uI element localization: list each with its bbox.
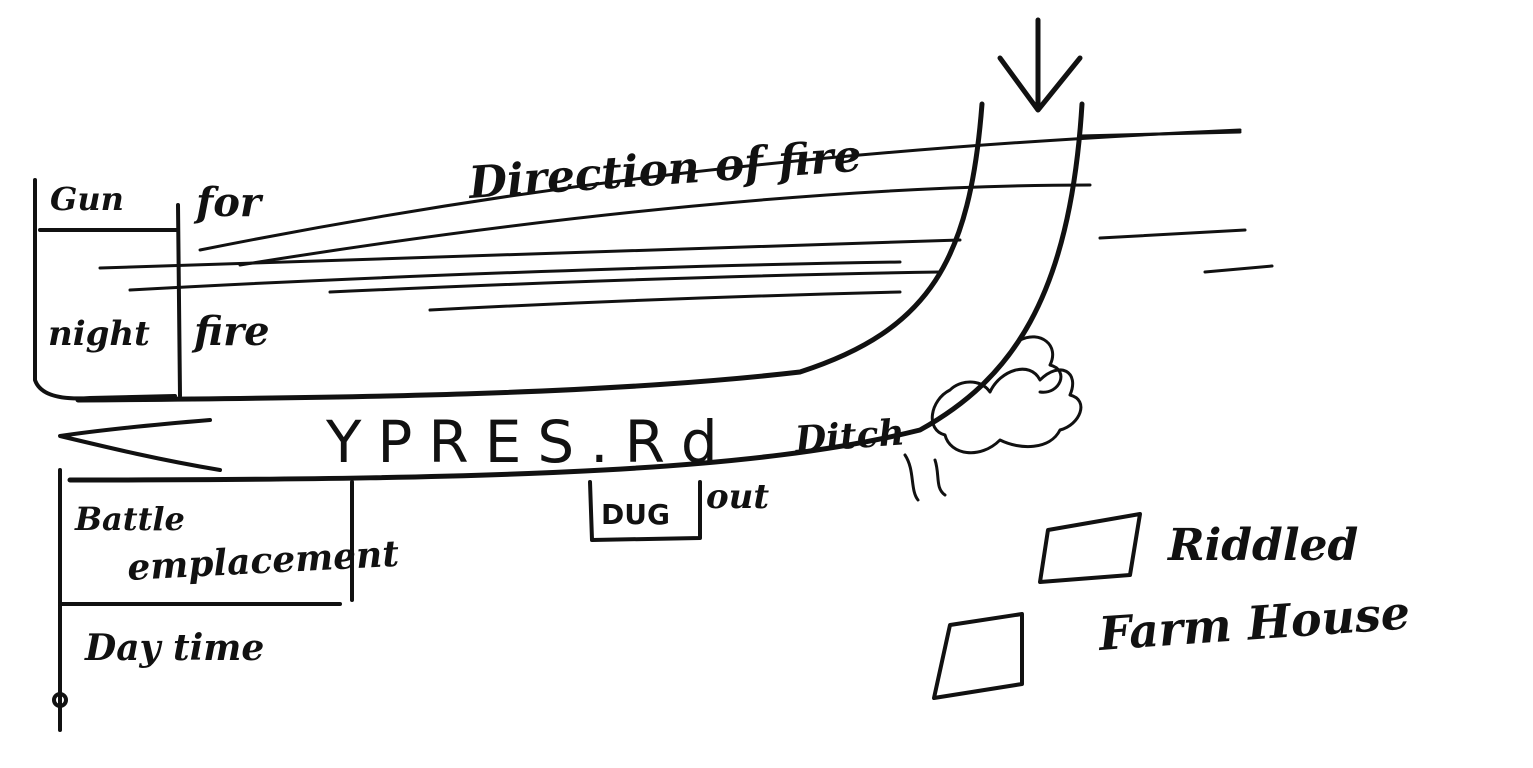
battle-label: Battle <box>74 500 185 538</box>
curved-road-outline <box>67 101 1085 483</box>
emplacement-label: emplacement <box>126 533 400 589</box>
gun-label: Gun <box>50 180 124 218</box>
night-label: night <box>48 314 150 354</box>
riddled-label: Riddled <box>1166 520 1358 571</box>
fire-label: fire <box>191 308 270 355</box>
battle-emplacement-box <box>52 468 354 732</box>
out-label: out <box>706 477 769 517</box>
farmhouse-square-lower <box>932 612 1024 700</box>
arrow-left-icon <box>58 418 222 472</box>
for-label: for <box>193 179 264 226</box>
dugout-box <box>588 480 702 542</box>
arrow-down-icon <box>997 17 1083 113</box>
dug-label: DUG <box>601 498 670 531</box>
night-gun-box <box>33 178 182 401</box>
farmhouse-square-upper <box>1038 512 1142 584</box>
ypres-road-label: YPRES.Rd <box>325 408 734 476</box>
ditch-label: Ditch <box>793 411 906 461</box>
trees-scribble <box>903 335 1083 502</box>
farm-house-label: Farm House <box>1095 585 1412 661</box>
fire-hatching <box>98 128 1274 312</box>
daytime-label: Day time <box>84 627 264 669</box>
